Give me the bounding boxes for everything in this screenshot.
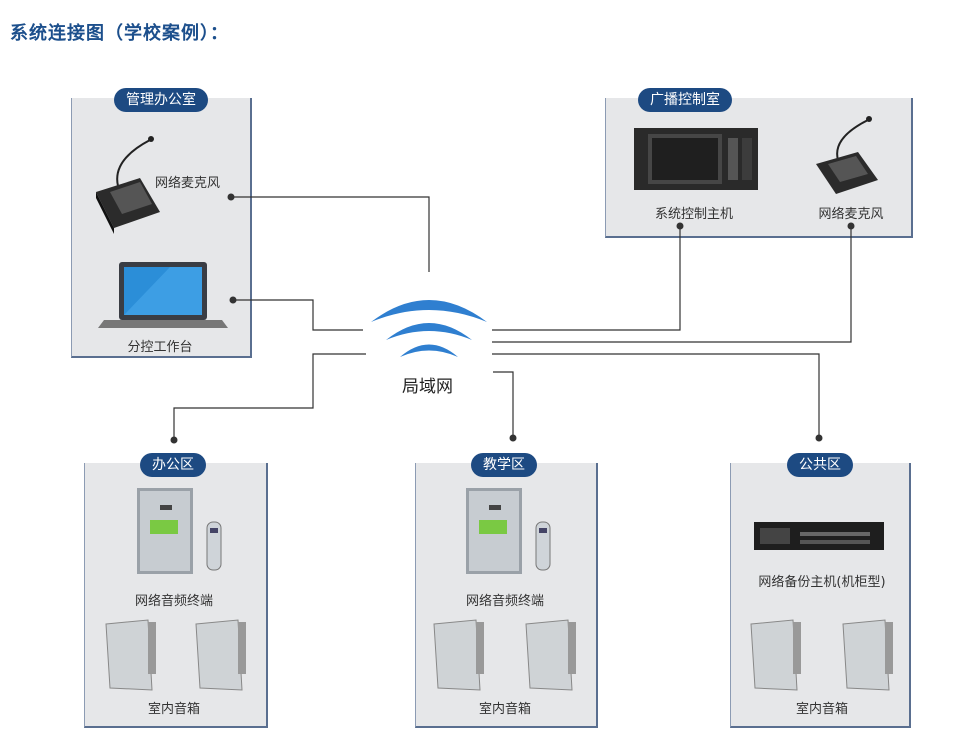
management-mic-label: 网络麦克风 <box>155 176 221 191</box>
zone-label-office: 办公区 <box>140 453 206 477</box>
node-teaching <box>509 434 517 442</box>
wire-office <box>173 353 366 440</box>
office-speaker-label: 室内音箱 <box>147 702 201 717</box>
teaching-speaker-left-icon <box>433 619 484 691</box>
network-label: 局域网 <box>402 377 453 397</box>
wire-management-mic <box>231 196 430 272</box>
node-public <box>815 434 823 442</box>
wire-public <box>492 353 820 438</box>
office-speaker-right-icon <box>195 619 246 691</box>
wire-broadcast-mic <box>492 226 852 343</box>
teaching-speaker-right-icon <box>525 619 576 691</box>
workstation-label: 分控工作台 <box>127 340 193 355</box>
teaching-remote-icon <box>535 521 551 571</box>
node-office <box>170 436 178 444</box>
wire-workstation <box>233 299 363 331</box>
office-terminal-icon <box>137 488 193 574</box>
page-title: 系统连接图（学校案例）： <box>10 23 229 44</box>
office-speaker-left-icon <box>105 619 156 691</box>
laptop-icon <box>98 262 228 328</box>
backup-host-icon <box>754 522 884 550</box>
zone-label-public: 公共区 <box>787 453 853 477</box>
wire-teaching <box>493 371 514 438</box>
backup-host-label: 网络备份主机(机柜型) <box>758 575 886 590</box>
broadcast-microphone-icon <box>816 116 878 194</box>
public-speaker-label: 室内音箱 <box>795 702 849 717</box>
wifi-icon <box>371 300 487 357</box>
zone-label-teaching: 教学区 <box>471 453 537 477</box>
teaching-terminal-label: 网络音频终端 <box>465 594 545 609</box>
node-broadcast-mic <box>847 222 855 230</box>
system-host-icon <box>634 128 758 190</box>
node-host <box>676 222 684 230</box>
host-label: 系统控制主机 <box>654 207 734 222</box>
broadcast-mic-label: 网络麦克风 <box>818 207 884 222</box>
office-remote-icon <box>206 521 222 571</box>
zone-label-broadcast: 广播控制室 <box>638 88 732 112</box>
network-microphone-icon <box>96 136 160 234</box>
teaching-speaker-label: 室内音箱 <box>478 702 532 717</box>
wire-host <box>492 226 681 331</box>
zone-label-management: 管理办公室 <box>114 88 208 112</box>
node-workstation <box>229 296 237 304</box>
office-terminal-label: 网络音频终端 <box>134 594 214 609</box>
node-management-mic <box>227 193 235 201</box>
public-speaker-right-icon <box>842 619 893 691</box>
teaching-terminal-icon <box>466 488 522 574</box>
public-speaker-left-icon <box>750 619 801 691</box>
